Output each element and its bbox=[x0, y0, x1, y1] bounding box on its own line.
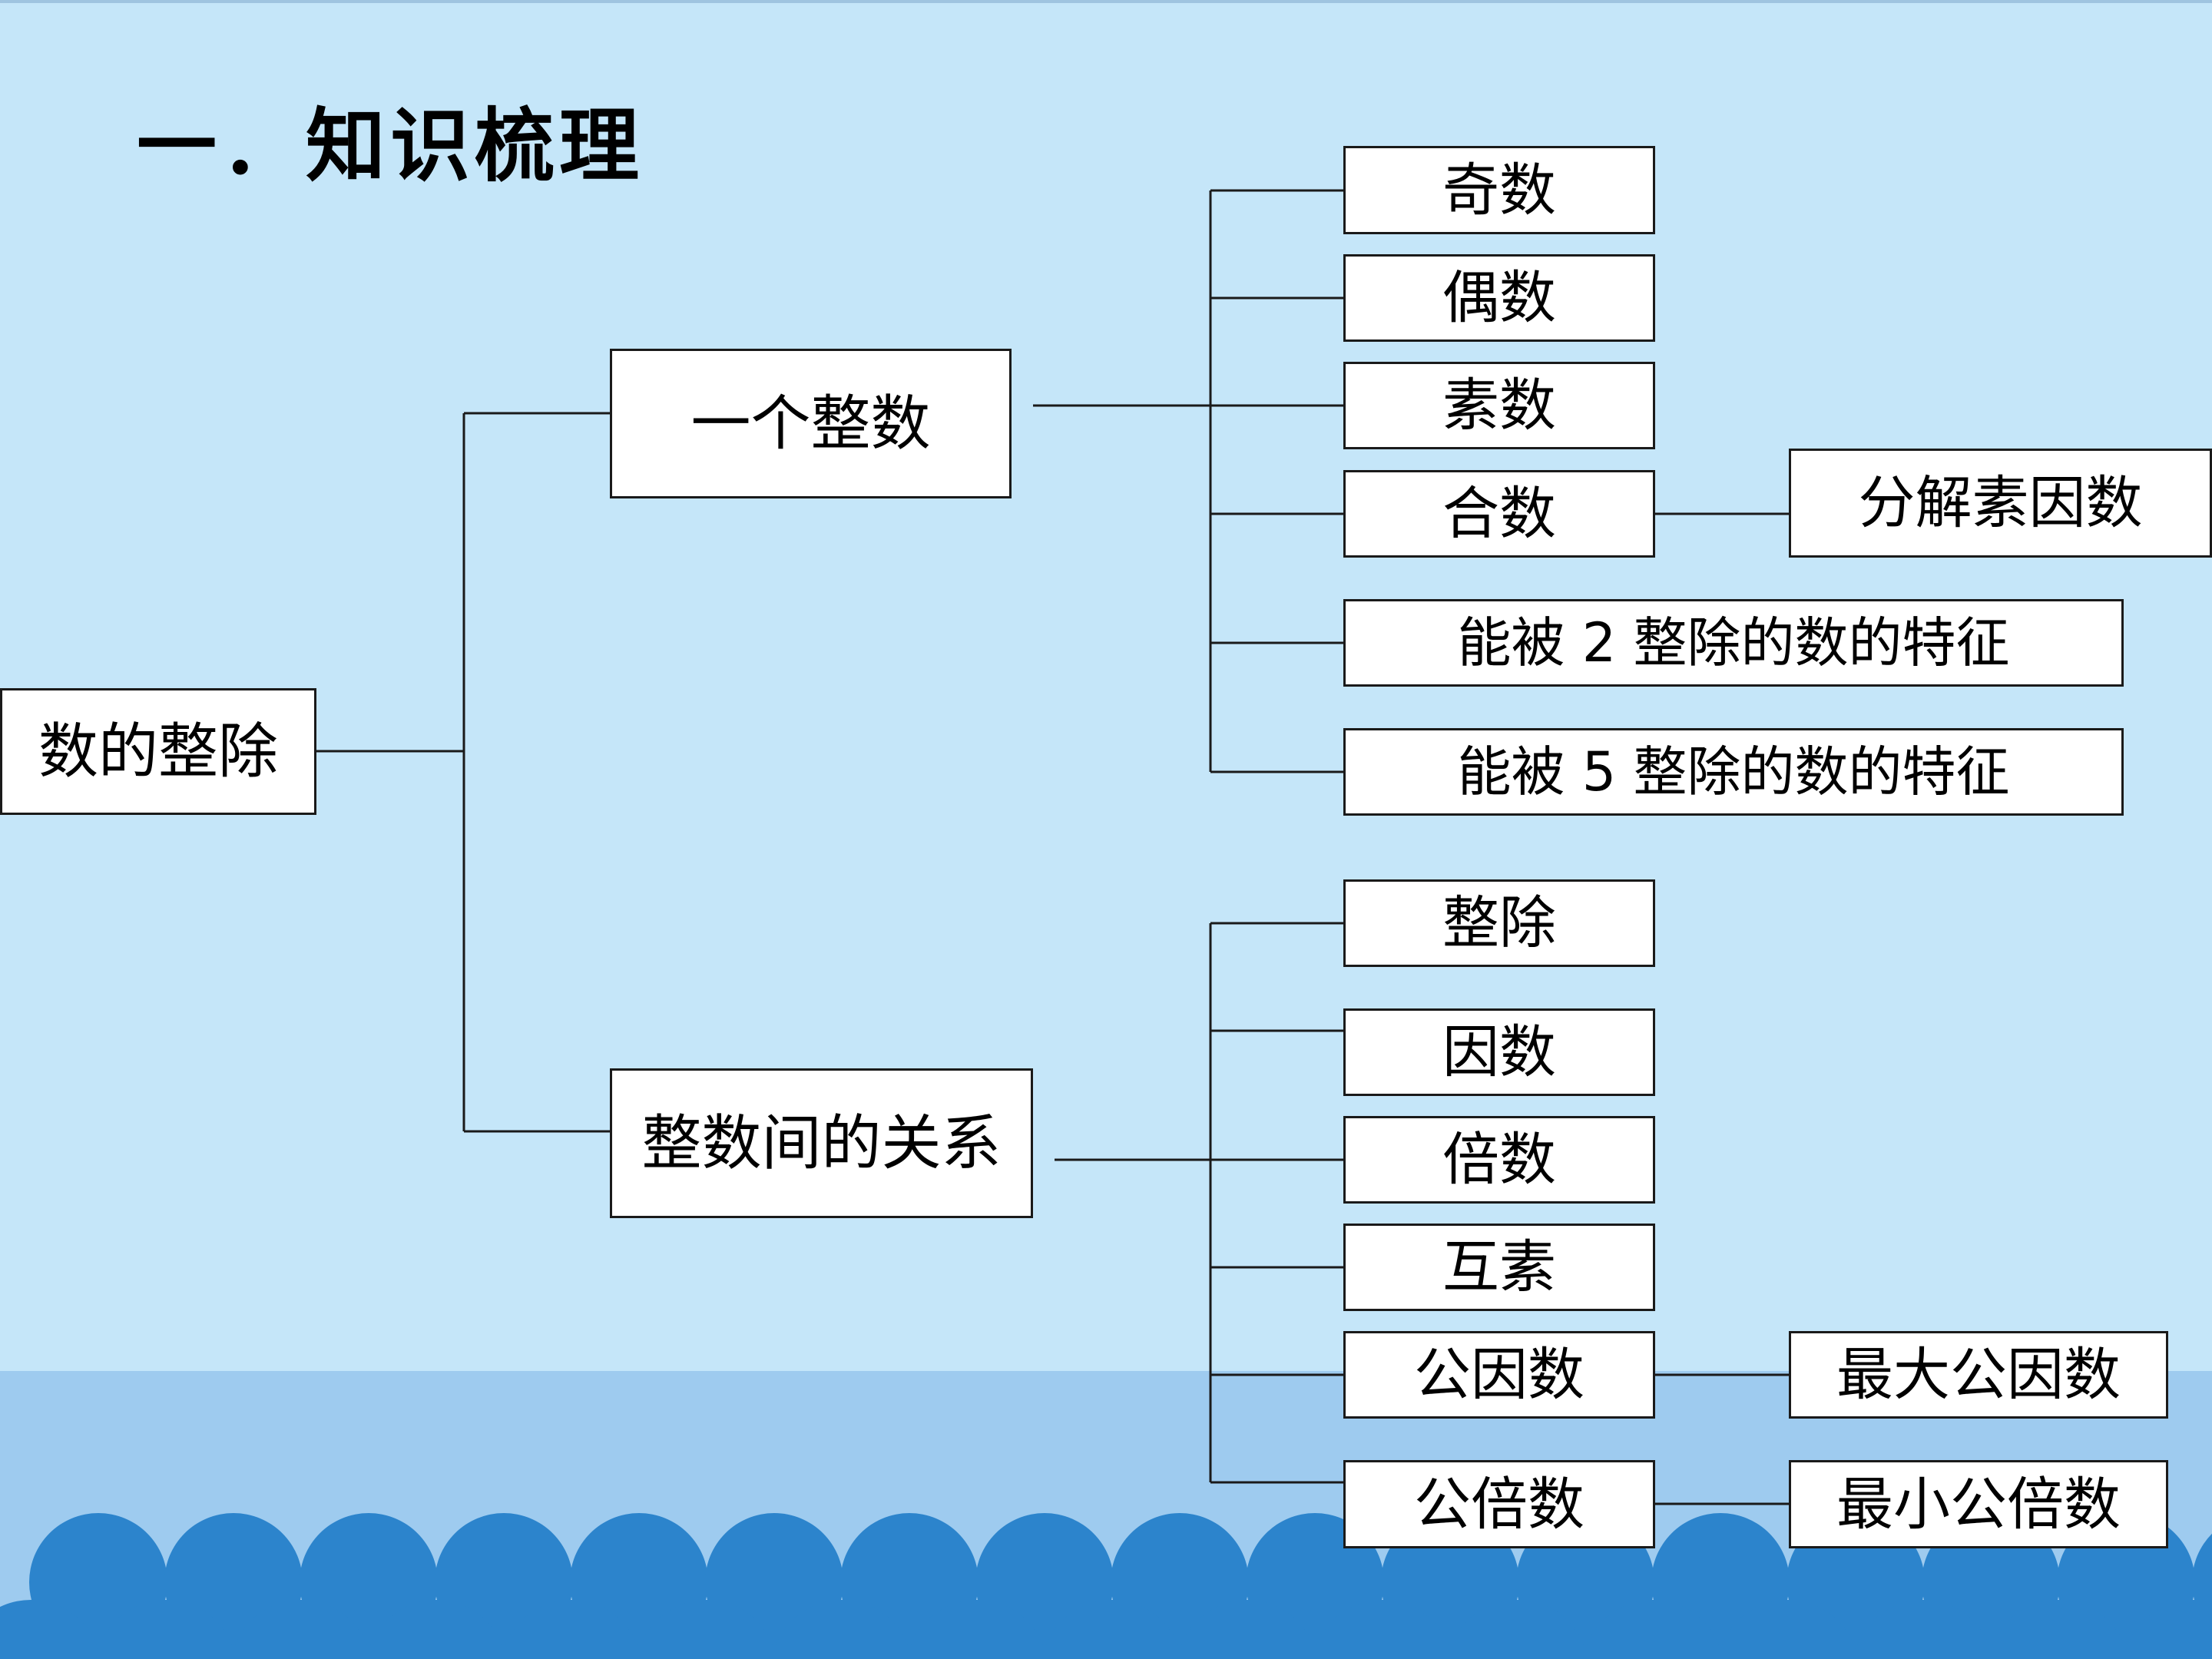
top-border bbox=[0, 0, 2212, 3]
node-branch-integer-relations: 整数间的关系 bbox=[610, 1068, 1033, 1218]
wave-scallop bbox=[2124, 1600, 2212, 1659]
wave-scallop bbox=[1718, 1600, 1858, 1659]
wave-scallop bbox=[637, 1600, 777, 1659]
node-coprime: 互素 bbox=[1343, 1224, 1655, 1311]
node-composite-number: 合数 bbox=[1343, 470, 1655, 558]
wave-scallop bbox=[96, 1600, 236, 1659]
wave-scallop bbox=[1313, 1600, 1452, 1659]
node-prime-factorization: 分解素因数 bbox=[1789, 449, 2212, 558]
wave-scallop bbox=[1988, 1600, 2128, 1659]
node-divisible-by-2-feature: 能被 2 整除的数的特征 bbox=[1343, 599, 2124, 687]
node-even-number: 偶数 bbox=[1343, 254, 1655, 342]
node-common-factor: 公因数 bbox=[1343, 1331, 1655, 1419]
wave-scallop bbox=[1448, 1600, 1588, 1659]
node-branch-one-integer: 一个整数 bbox=[610, 349, 1012, 498]
wave-scallop bbox=[502, 1600, 641, 1659]
node-greatest-common-factor: 最大公因数 bbox=[1789, 1331, 2168, 1419]
wave-scallop bbox=[1583, 1600, 1723, 1659]
wave-scallop bbox=[0, 1600, 101, 1659]
node-divisible-by-5-feature: 能被 5 整除的数的特征 bbox=[1343, 728, 2124, 816]
node-common-multiple: 公倍数 bbox=[1343, 1460, 1655, 1548]
node-factor: 因数 bbox=[1343, 1008, 1655, 1096]
node-prime-number: 素数 bbox=[1343, 362, 1655, 449]
wave-scallop bbox=[1042, 1600, 1182, 1659]
wave-scallop bbox=[366, 1600, 506, 1659]
wave-scallop bbox=[1853, 1600, 1993, 1659]
node-odd-number: 奇数 bbox=[1343, 146, 1655, 234]
node-root: 数的整除 bbox=[0, 688, 316, 815]
wave-scallop bbox=[772, 1600, 912, 1659]
slide-title: 一．知识梳理 bbox=[137, 98, 644, 193]
wave-scallop bbox=[231, 1600, 371, 1659]
node-least-common-multiple: 最小公倍数 bbox=[1789, 1460, 2168, 1548]
wave-scallop bbox=[1177, 1600, 1317, 1659]
node-divisibility: 整除 bbox=[1343, 879, 1655, 967]
wave-scallop bbox=[907, 1600, 1047, 1659]
node-multiple: 倍数 bbox=[1343, 1116, 1655, 1204]
